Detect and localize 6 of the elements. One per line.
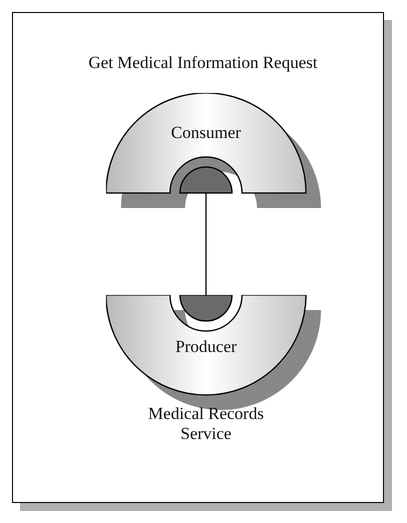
diagram-title: Get Medical Information Request [88, 53, 318, 73]
node-caption: Medical Records Service [147, 404, 265, 444]
node-label: Consumer [170, 123, 242, 143]
node-label: Producer [174, 337, 238, 357]
connector-line [205, 193, 207, 295]
upper-half-ring [106, 93, 322, 209]
